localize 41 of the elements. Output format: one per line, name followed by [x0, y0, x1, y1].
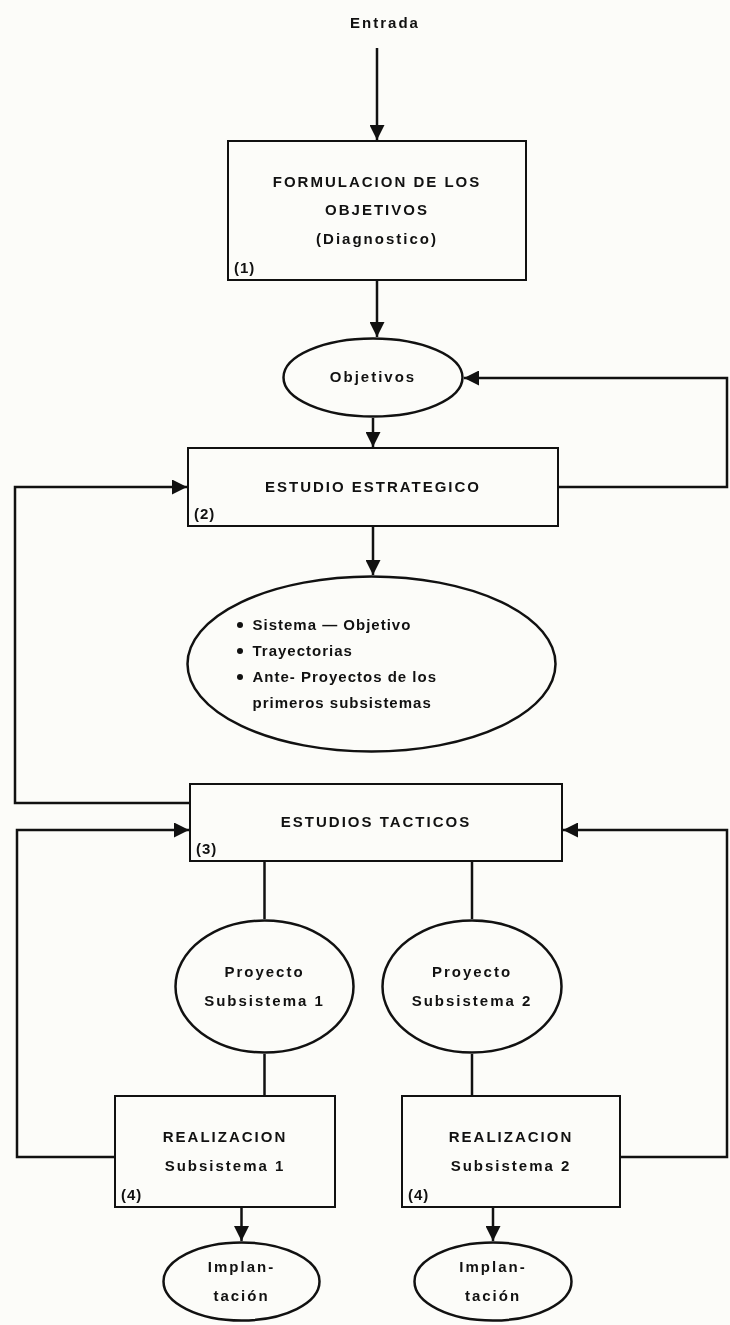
arrow: [464, 370, 729, 489]
step-number: (1): [234, 259, 256, 276]
bullet-text: Trayectorias: [252, 640, 353, 661]
process-box: [187, 447, 559, 527]
connector-line: [263, 1054, 266, 1095]
node-title: Objetivos: [329, 367, 417, 388]
node-subtitle: Subsistema 1: [164, 1155, 286, 1176]
step-number: (4): [408, 1186, 430, 1203]
node-title: ESTUDIO ESTRATEGICO: [264, 476, 482, 497]
node-subtitle: Subsistema 2: [450, 1155, 572, 1176]
node-title: Proyecto Subsistema 2: [410, 962, 534, 1011]
step-number: (2): [194, 505, 216, 522]
arrow: [13, 479, 189, 805]
arrow: [485, 1208, 501, 1241]
bullet-text: Sistema — Objetivo: [252, 614, 412, 635]
arrow: [563, 822, 729, 1159]
process-box: [189, 783, 563, 862]
node-title: Proyecto Subsistema 1: [203, 962, 326, 1011]
connector-line: [470, 1054, 474, 1095]
process-box: [114, 1095, 336, 1208]
input-label: Entrada: [350, 12, 420, 33]
node-title: REALIZACION: [162, 1127, 288, 1147]
node-title: FORMULACION DE LOS OBJETIVOS: [271, 171, 483, 221]
process-box: [401, 1095, 621, 1208]
step-number: (4): [121, 1186, 143, 1203]
step-number: (3): [196, 840, 218, 857]
node-title: REALIZACION: [448, 1127, 574, 1147]
bullet-text: Ante- Proyectos de los primeros subsistemas: [252, 667, 439, 714]
arrow: [369, 281, 385, 337]
node-subtitle: (Diagnostico): [316, 228, 438, 249]
node-title: ESTUDIOS TACTICOS: [280, 812, 472, 833]
arrow: [234, 1208, 249, 1241]
node-title: Implan- tación: [458, 1257, 528, 1306]
process-box: [227, 140, 527, 281]
arrow: [365, 527, 381, 575]
arrow: [365, 418, 381, 447]
node-title: Implan- tación: [206, 1257, 277, 1306]
arrow: [15, 822, 189, 1159]
connector-line: [263, 862, 266, 919]
arrow: [369, 48, 385, 140]
connector-line: [470, 862, 474, 919]
